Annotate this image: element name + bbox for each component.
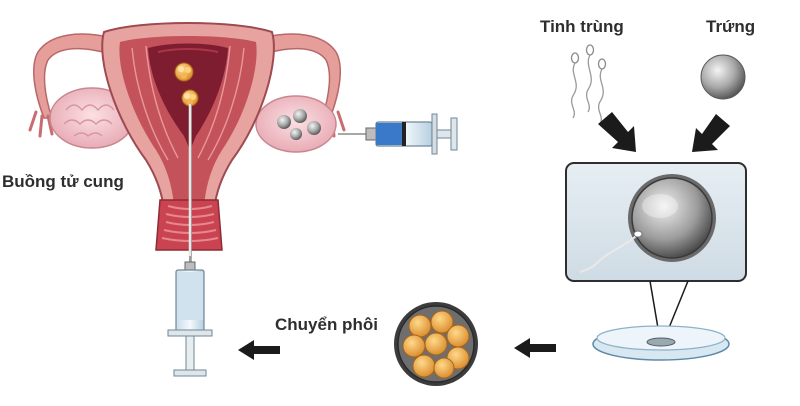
syringe-icon <box>338 113 458 155</box>
ovary-follicles <box>277 109 321 140</box>
egg-label: Trứng <box>706 17 756 36</box>
arrow-icon <box>514 338 556 358</box>
implanted-embryo <box>174 62 194 82</box>
fertilization-panel <box>565 162 747 341</box>
transfer-syringe-icon <box>167 256 213 377</box>
embryo-transfer-label: Chuyển phôi <box>275 315 378 334</box>
sperm-entering <box>579 235 637 273</box>
arrow-icon <box>598 112 636 152</box>
uterus-illustration <box>28 22 346 272</box>
fertilized-egg <box>631 177 713 259</box>
uterus-label: Buồng tử cung <box>2 172 124 191</box>
implanted-embryo <box>181 89 199 107</box>
petri-dish-icon <box>592 325 730 361</box>
arrow-icon <box>692 114 730 152</box>
arrow-icon <box>238 340 280 360</box>
fimbriae-left <box>28 110 64 138</box>
ovary-right <box>255 95 337 153</box>
embryo-cluster-icon <box>394 302 478 386</box>
sperm-icon <box>570 44 607 125</box>
egg-cell-icon <box>700 54 746 100</box>
sperm-label: Tinh trùng <box>540 17 624 36</box>
